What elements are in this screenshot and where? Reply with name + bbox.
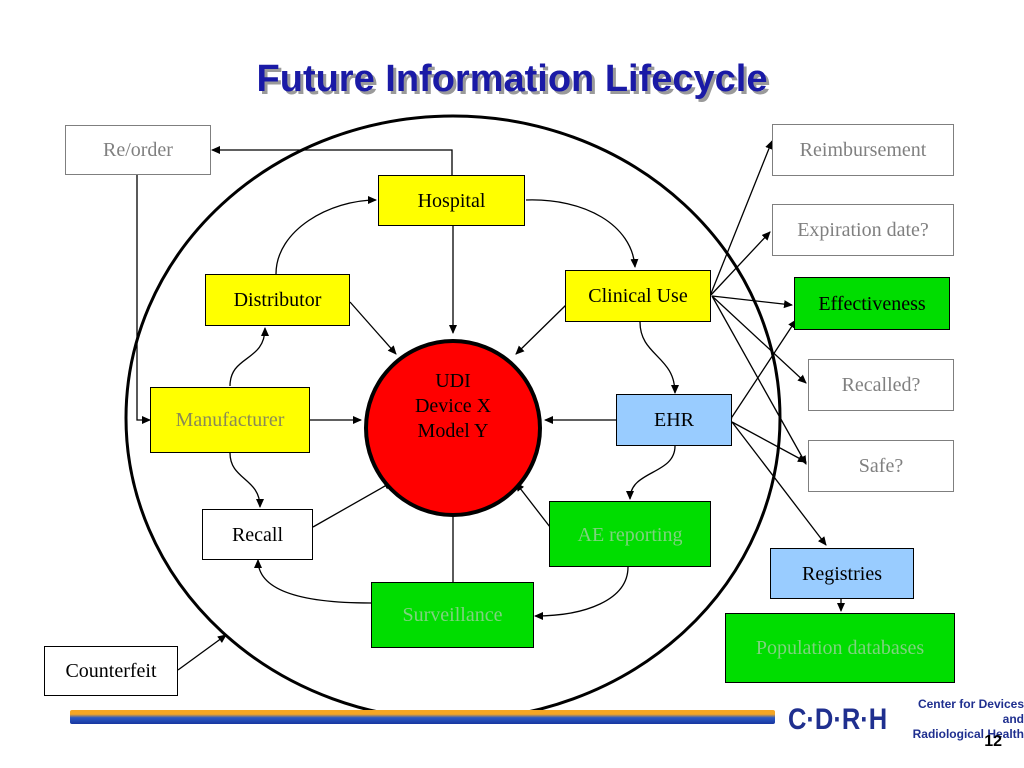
node-recall: Recall <box>202 509 313 560</box>
arrow-ehr-ae <box>626 445 676 500</box>
page-number: 12 <box>984 733 1002 750</box>
arrow-distributor-hospital <box>275 196 377 275</box>
node-population-databases: Population databases <box>725 613 955 683</box>
node-hospital: Hospital <box>378 175 525 226</box>
arrow-clinical-ehr <box>639 321 679 394</box>
model-label: Model Y <box>417 420 489 442</box>
node-safe: Safe? <box>808 440 954 492</box>
node-manufacturer: Manufacturer <box>150 387 310 453</box>
arrow-ae-surveillance <box>534 566 629 620</box>
cdrh-logo: C·D·R·H Center for Devices and Radiologi… <box>788 697 1024 742</box>
arrow-hospital-clinical <box>525 199 639 268</box>
arrow-clinical-expiration <box>709 231 771 297</box>
node-distributor: Distributor <box>205 274 350 326</box>
arrow-ehr-registries <box>731 421 827 546</box>
node-ae-reporting: AE reporting <box>549 501 711 567</box>
node-counterfeit: Counterfeit <box>44 646 178 696</box>
node-clinical-use: Clinical Use <box>565 270 711 322</box>
arrow-manufacturer-distributor <box>229 327 269 387</box>
arrow-ae-udi <box>515 482 551 528</box>
node-reimbursement: Reimbursement <box>772 124 954 176</box>
arrow-manufacturer-recall <box>229 452 264 508</box>
arrow-counterfeit-circle <box>177 634 227 671</box>
logo-line-1: Center for Devices and <box>917 697 1024 726</box>
arrow-clinical-reimbursement <box>709 140 773 297</box>
node-recalled: Recalled? <box>808 359 954 411</box>
node-reorder: Re/order <box>65 125 211 175</box>
udi-label: UDI <box>435 370 471 392</box>
arrow-reorder-manufacturer <box>136 175 151 424</box>
device-label: Device X <box>414 395 492 417</box>
node-surveillance: Surveillance <box>371 582 534 648</box>
arrow-clinical-udi <box>515 304 567 355</box>
arrow-ehr-effectiveness <box>724 319 797 426</box>
page-title: Future Information Lifecycle <box>256 58 768 100</box>
logo-line-2: Radiological Health <box>912 727 1024 741</box>
udi-center-circle: UDI Device X Model Y <box>364 339 542 517</box>
arrow-distributor-udi <box>349 301 397 355</box>
cdrh-logo-text: Center for Devices and Radiological Heal… <box>901 697 1024 742</box>
node-expiration-date: Expiration date? <box>772 204 954 256</box>
arrow-hospital-reorder <box>211 146 453 175</box>
cdrh-logo-mark: C·D·R·H <box>788 702 888 736</box>
node-registries: Registries <box>770 548 914 599</box>
node-effectiveness: Effectiveness <box>794 277 950 330</box>
node-ehr: EHR <box>616 394 732 446</box>
arrow-recall-udi <box>312 481 393 528</box>
arrow-clinical-effectiveness <box>711 295 793 309</box>
arrow-surveillance-recall <box>254 559 372 604</box>
arrow-ehr-safe <box>731 421 807 463</box>
footer-bar <box>70 710 775 724</box>
